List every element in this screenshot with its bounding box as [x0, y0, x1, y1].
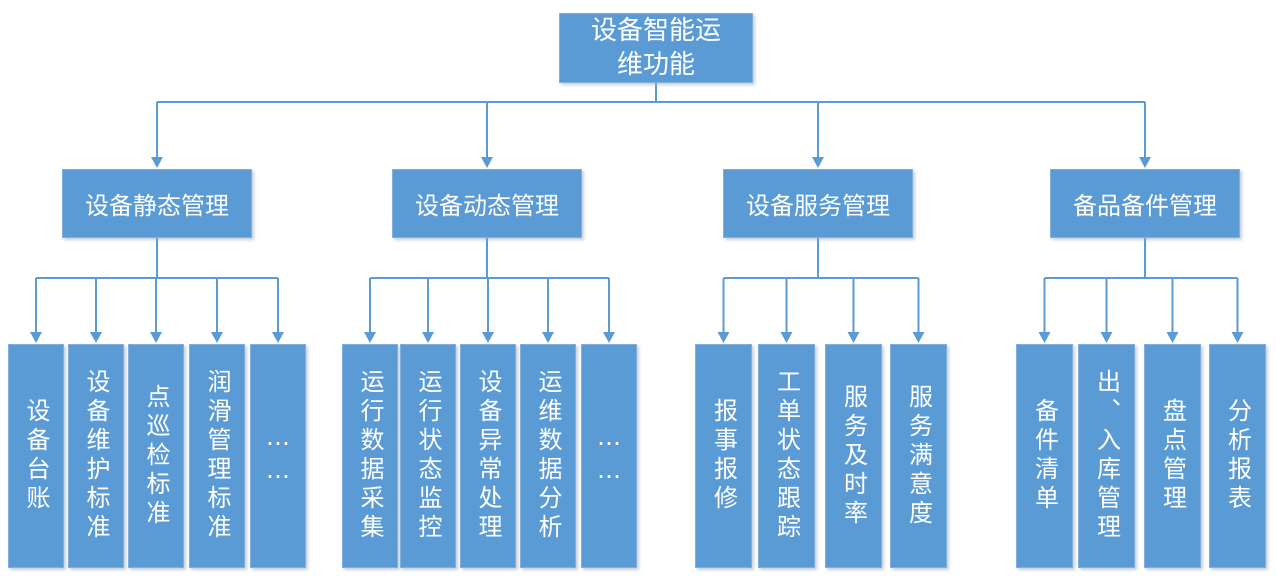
- node-branch-static-management: 设备静态管理: [62, 169, 252, 238]
- connector-branch1-to-leaves: [369, 238, 610, 332]
- arrow-down-icon: [151, 157, 163, 168]
- node-leaf: 出、入库管理: [1078, 344, 1135, 568]
- leaf-label: 服务满意度: [904, 383, 933, 529]
- arrow-down-icon: [1038, 332, 1051, 343]
- leaf-label: 点巡检标准: [142, 383, 170, 529]
- node-branch-dynamic-management: 设备动态管理: [392, 169, 582, 238]
- arrow-down-icon: [481, 157, 493, 168]
- node-leaf: 设备台账: [8, 344, 64, 568]
- node-branch-spare-parts-management: 备品备件管理: [1050, 169, 1240, 238]
- leaf-label: 工单状态跟踪: [772, 369, 801, 543]
- node-leaf: 分析报表: [1209, 344, 1266, 568]
- node-leaf: 运行数据采集: [342, 344, 398, 568]
- leaf-label: 设备维护标准: [82, 369, 110, 543]
- arrow-down-icon: [1100, 332, 1113, 343]
- node-leaf: 设备异常处理: [460, 344, 516, 568]
- arrow-down-icon: [150, 332, 162, 343]
- leaf-label: ……: [264, 423, 292, 489]
- node-leaf: 盘点管理: [1144, 344, 1201, 568]
- node-leaf-ellipsis: ……: [581, 344, 637, 568]
- arrow-down-icon: [211, 332, 223, 343]
- arrow-down-icon: [912, 332, 925, 343]
- node-leaf-ellipsis: ……: [250, 344, 306, 568]
- leaf-label: 运行数据采集: [356, 369, 384, 543]
- arrow-down-icon: [780, 332, 793, 343]
- arrow-down-icon: [603, 332, 615, 343]
- connector-root-to-branches: [156, 83, 1146, 157]
- arrow-down-icon: [847, 332, 860, 343]
- leaf-label: 出、入库管理: [1092, 369, 1121, 543]
- arrow-down-icon: [90, 332, 102, 343]
- node-leaf: 润滑管理标准: [189, 344, 245, 568]
- arrow-down-icon: [542, 332, 554, 343]
- connector-branch3-to-leaves: [1043, 238, 1239, 332]
- arrow-down-icon: [717, 332, 730, 343]
- node-leaf: 运行状态监控: [400, 344, 456, 568]
- leaf-label: 润滑管理标准: [203, 369, 231, 543]
- leaf-label: ……: [595, 423, 623, 489]
- arrow-down-icon: [812, 157, 824, 168]
- node-leaf: 工单状态跟踪: [758, 344, 815, 568]
- node-leaf: 服务及时率: [825, 344, 882, 568]
- leaf-label: 设备异常处理: [474, 369, 502, 543]
- arrow-down-icon: [1166, 332, 1179, 343]
- node-root: 设备智能运 维功能: [559, 13, 753, 83]
- arrow-down-icon: [482, 332, 494, 343]
- arrow-down-icon: [364, 332, 376, 343]
- arrow-down-icon: [1231, 332, 1244, 343]
- leaf-label: 报事报修: [709, 398, 738, 514]
- leaf-label: 分析报表: [1223, 398, 1252, 514]
- leaf-label: 运行状态监控: [414, 369, 442, 543]
- leaf-label: 运维数据分析: [534, 369, 562, 543]
- leaf-label: 服务及时率: [839, 383, 868, 529]
- node-leaf: 设备维护标准: [68, 344, 124, 568]
- arrow-down-icon: [30, 332, 42, 343]
- node-leaf: 点巡检标准: [128, 344, 184, 568]
- leaf-label: 盘点管理: [1158, 398, 1187, 514]
- connector-branch0-to-leaves: [35, 238, 279, 332]
- node-leaf: 运维数据分析: [520, 344, 576, 568]
- node-leaf: 报事报修: [695, 344, 752, 568]
- node-leaf: 备件清单: [1016, 344, 1073, 568]
- leaf-label: 设备台账: [22, 398, 50, 514]
- arrow-down-icon: [272, 332, 284, 343]
- node-leaf: 服务满意度: [890, 344, 947, 568]
- arrow-down-icon: [422, 332, 434, 343]
- connector-branch2-to-leaves: [722, 238, 920, 332]
- arrow-down-icon: [1139, 157, 1151, 168]
- leaf-label: 备件清单: [1030, 398, 1059, 514]
- node-branch-service-management: 设备服务管理: [723, 169, 913, 238]
